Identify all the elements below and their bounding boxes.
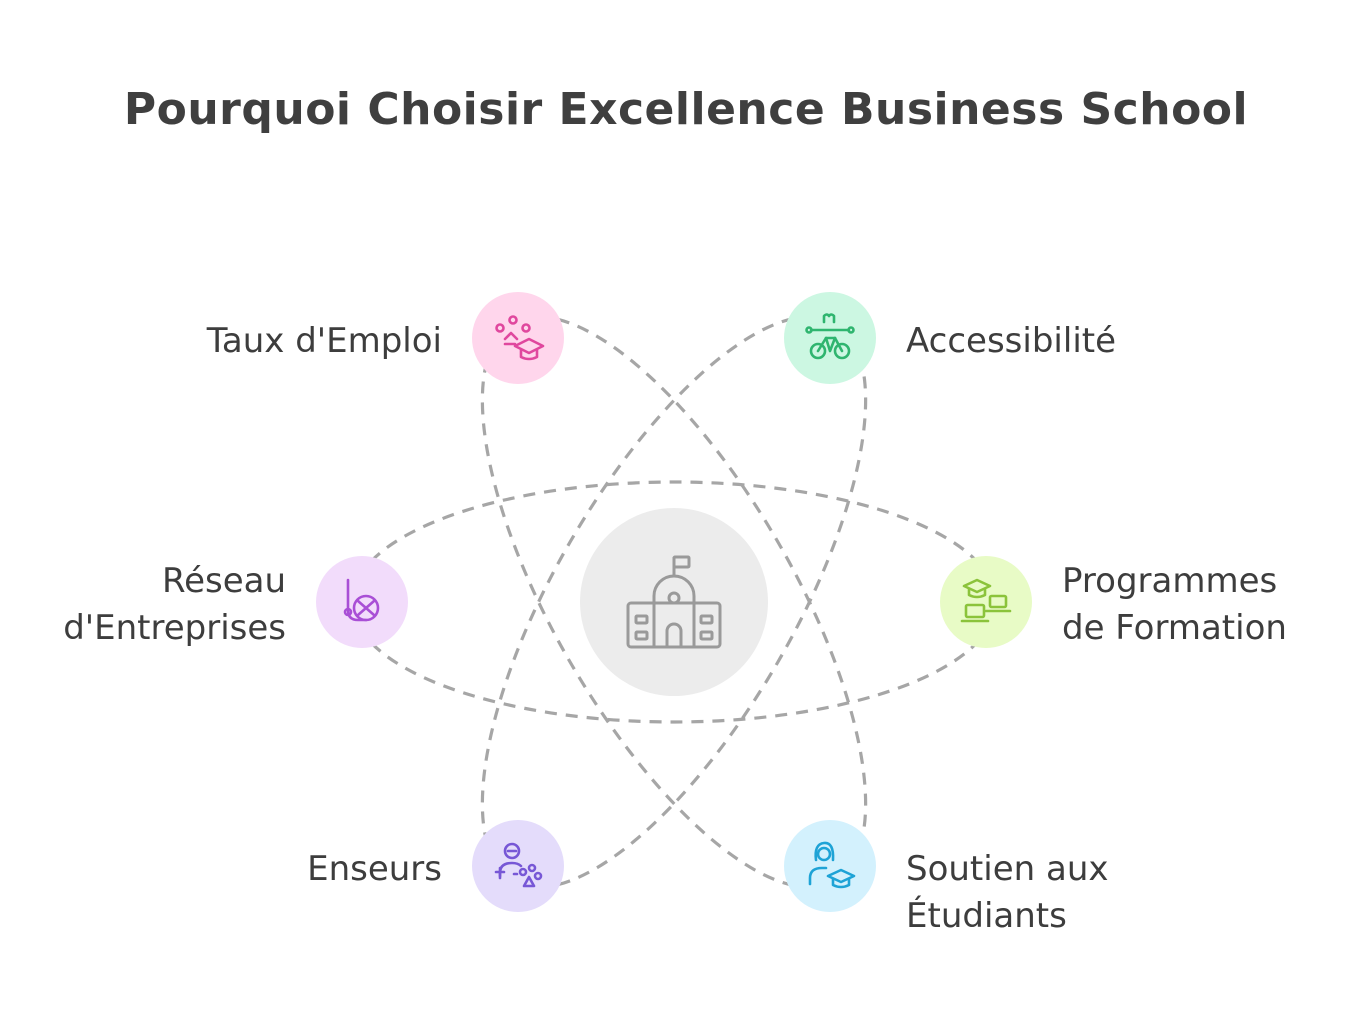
school-building-icon xyxy=(626,555,722,649)
label-programmes: Programmes de Formation xyxy=(1062,558,1287,652)
node-programmes xyxy=(940,556,1032,648)
label-soutien: Soutien aux Étudiants xyxy=(906,846,1109,940)
node-circle xyxy=(316,556,408,648)
network-icon xyxy=(343,578,380,622)
label-line: Programmes xyxy=(1062,561,1278,601)
student-support-icon xyxy=(808,841,856,889)
label-line: Étudiants xyxy=(906,896,1067,936)
label-reseau: Réseau d'Entreprises xyxy=(63,558,286,652)
bicycle-icon xyxy=(805,313,855,360)
node-taux-emploi xyxy=(472,292,564,384)
node-soutien xyxy=(784,820,876,912)
node-circle xyxy=(472,292,564,384)
label-accessibilite: Accessibilité xyxy=(906,318,1116,365)
laptops-icon xyxy=(960,578,1012,623)
node-accessibilite xyxy=(784,292,876,384)
label-line: Accessibilité xyxy=(906,321,1117,361)
teacher-icon xyxy=(494,842,543,888)
node-reseau xyxy=(316,556,408,648)
label-line: Réseau xyxy=(161,561,286,601)
node-enseurs xyxy=(472,820,564,912)
center-node xyxy=(580,508,768,696)
label-line: Taux d'Emploi xyxy=(206,321,442,361)
label-line: d'Entreprises xyxy=(63,608,286,648)
node-circle xyxy=(784,820,876,912)
label-line: Enseurs xyxy=(307,849,442,889)
label-line: Soutien aux xyxy=(906,849,1109,889)
label-line: de Formation xyxy=(1062,608,1287,648)
graduation-cap-icon xyxy=(495,315,545,361)
label-enseurs: Enseurs xyxy=(307,846,442,893)
node-circle xyxy=(472,820,564,912)
node-circle xyxy=(940,556,1032,648)
label-taux-emploi: Taux d'Emploi xyxy=(207,318,442,365)
diagram-title: Pourquoi Choisir Excellence Business Sch… xyxy=(123,84,1249,135)
